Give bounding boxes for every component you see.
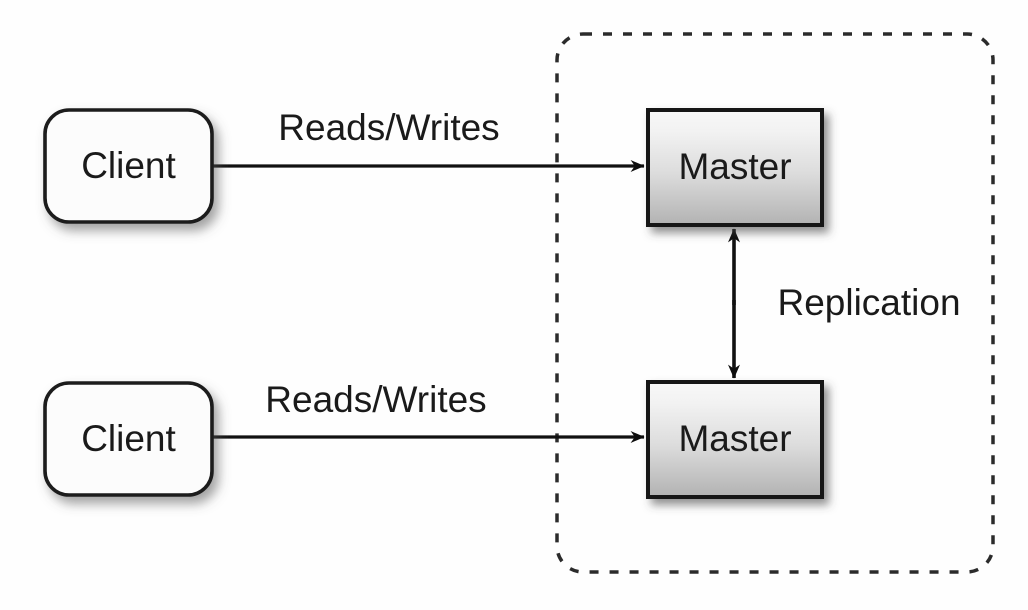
replication-cluster-boundary — [555, 32, 995, 574]
master-bottom-shape — [646, 380, 824, 499]
master-top-shape — [646, 108, 824, 227]
client-top-shape — [43, 108, 214, 224]
node-master-bottom[interactable]: Master — [646, 380, 824, 499]
node-master-top[interactable]: Master — [646, 108, 824, 227]
client-bottom-label: Client — [81, 418, 176, 459]
node-client-top[interactable]: Client — [43, 108, 214, 224]
master-top-label: Master — [678, 146, 791, 187]
node-client-bottom[interactable]: Client — [43, 381, 214, 497]
client-bottom-shape — [43, 381, 214, 497]
edge-label-reads-writes-bottom: Reads/Writes — [265, 379, 486, 420]
master-bottom-label: Master — [678, 418, 791, 459]
client-top-label: Client — [81, 145, 176, 186]
edge-label-replication: Replication — [777, 282, 960, 323]
edge-label-reads-writes-top: Reads/Writes — [278, 107, 499, 148]
